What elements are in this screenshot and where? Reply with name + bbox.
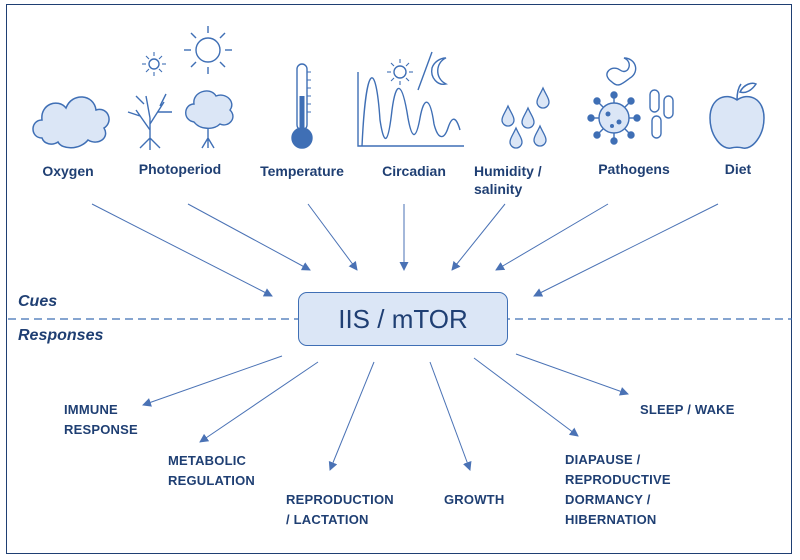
hub-label: IIS / mTOR [338, 303, 468, 334]
arrow-growth [429, 361, 472, 471]
droplets-icon [501, 86, 550, 149]
response-diapause-line3: DORMANCY / [565, 492, 651, 507]
response-reproduction-line2: / LACTATION [286, 512, 369, 527]
virus-bacteria-icon [587, 57, 674, 145]
thermometer-icon [291, 63, 313, 149]
cue-label-circadian: Circadian [382, 163, 446, 179]
response-immune-line1: IMMUNE [64, 402, 118, 417]
response-reproduction-line1: REPRODUCTION [286, 492, 394, 507]
arrow-immune [142, 355, 283, 407]
sun-tree-icon [127, 26, 234, 150]
response-metabolic: METABOLIC REGULATION [168, 451, 255, 491]
arrow-diapause [473, 357, 579, 437]
response-immune-line2: RESPONSE [64, 422, 138, 437]
apple-icon [709, 82, 765, 149]
cue-label-humidity-line2: salinity [474, 181, 523, 197]
response-diapause-line1: DIAPAUSE / [565, 452, 641, 467]
response-growth-line1: GROWTH [444, 492, 505, 507]
response-metabolic-line2: REGULATION [168, 473, 255, 488]
cloud-icon [32, 96, 110, 149]
cue-label-temperature: Temperature [260, 163, 344, 179]
responses-label: Responses [18, 327, 104, 344]
response-reproduction: REPRODUCTION / LACTATION [286, 490, 394, 530]
arrow-pathogens [495, 203, 609, 271]
response-diapause-line4: HIBERNATION [565, 512, 657, 527]
response-diapause: DIAPAUSE / REPRODUCTIVE DORMANCY / HIBER… [565, 450, 671, 530]
response-immune: IMMUNE RESPONSE [64, 400, 138, 440]
cue-label-humidity-line1: Humidity / [474, 163, 542, 179]
cue-label-oxygen: Oxygen [42, 163, 94, 179]
arrow-reproduction [328, 361, 375, 471]
cue-label-pathogens: Pathogens [598, 161, 670, 177]
response-growth: GROWTH [444, 490, 504, 510]
arrow-oxygen [91, 203, 273, 297]
response-diapause-line2: REPRODUCTIVE [565, 472, 671, 487]
arrow-metabolic [199, 361, 319, 443]
response-sleep-wake: SLEEP / WAKE [640, 400, 735, 420]
response-metabolic-line1: METABOLIC [168, 453, 247, 468]
cue-label-photoperiod: Photoperiod [138, 161, 222, 177]
arrow-sleep [515, 353, 629, 396]
arrow-diet [533, 203, 719, 297]
response-sleep-line1: SLEEP / WAKE [640, 402, 735, 417]
arrow-temperature [307, 203, 358, 271]
diagram-frame [6, 4, 792, 554]
cue-label-humidity: Humidity / salinity [474, 162, 570, 198]
arrow-humidity [451, 203, 506, 271]
cues-label: Cues [18, 293, 58, 310]
sun-moon-wave-icon [357, 51, 464, 147]
iis-mtor-hub: IIS / mTOR [298, 292, 508, 346]
arrow-photoperiod [187, 203, 311, 271]
cue-label-diet: Diet [724, 161, 752, 177]
